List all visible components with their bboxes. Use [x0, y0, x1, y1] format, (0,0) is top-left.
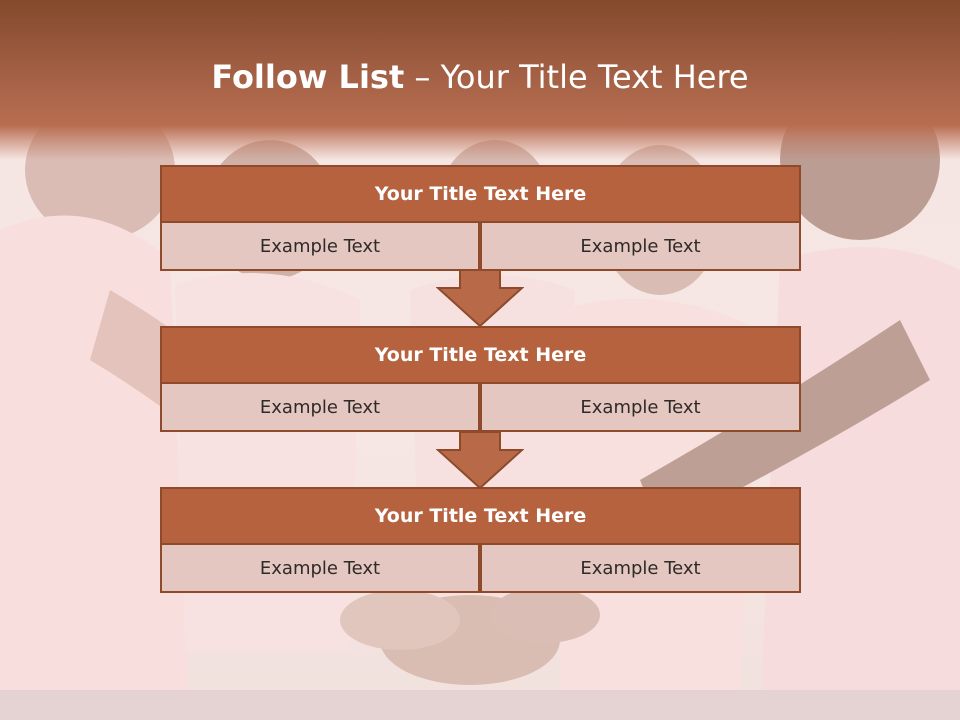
step-1-left-text: Example Text — [160, 221, 480, 271]
step-2-left-text: Example Text — [160, 382, 480, 432]
header-band — [0, 0, 960, 160]
step-2-right-text: Example Text — [480, 382, 801, 432]
down-arrow-icon — [436, 269, 524, 328]
step-1-heading: Your Title Text Here — [160, 165, 801, 223]
step-3-right-text: Example Text — [480, 543, 801, 593]
down-arrow-icon — [436, 431, 524, 490]
slide-title: Follow List – Your Title Text Here — [0, 52, 960, 102]
follow-step-1: Your Title Text Here Example Text Exampl… — [160, 165, 801, 271]
follow-step-2: Your Title Text Here Example Text Exampl… — [160, 326, 801, 432]
step-3-left-text: Example Text — [160, 543, 480, 593]
step-2-heading: Your Title Text Here — [160, 326, 801, 384]
step-1-right-text: Example Text — [480, 221, 801, 271]
slide-title-rest: – Your Title Text Here — [404, 58, 749, 96]
step-3-heading: Your Title Text Here — [160, 487, 801, 545]
slide-title-bold: Follow List — [211, 58, 405, 96]
follow-step-3: Your Title Text Here Example Text Exampl… — [160, 487, 801, 593]
